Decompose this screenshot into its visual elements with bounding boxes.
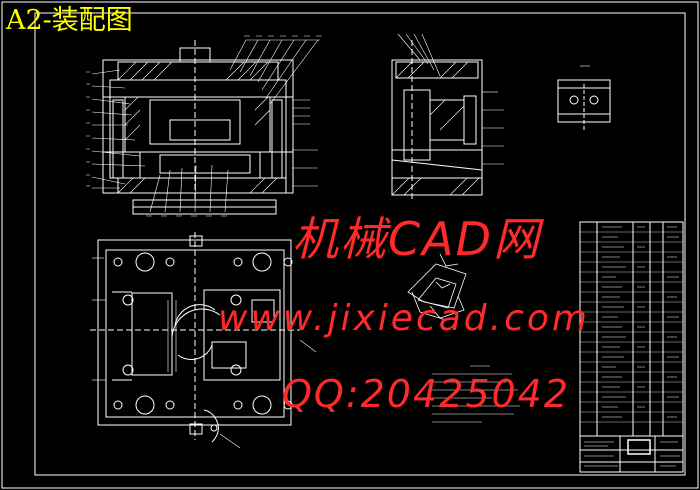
title-block [580, 435, 683, 472]
isometric-view [407, 253, 467, 321]
plan-view [90, 232, 317, 449]
side-section-view [391, 33, 504, 200]
detail-view [557, 65, 611, 130]
technical-notes [432, 365, 520, 423]
main-section-view [86, 35, 322, 217]
drawing-title: A2-装配图 [6, 5, 133, 36]
drawing-frame [34, 12, 686, 476]
watermark-qq: QQ:20425042 [282, 372, 571, 416]
parts-list [579, 221, 684, 473]
watermark-url: www.jixiecad.com [218, 298, 590, 339]
watermark-site-name: 机械CAD网 [292, 212, 542, 266]
